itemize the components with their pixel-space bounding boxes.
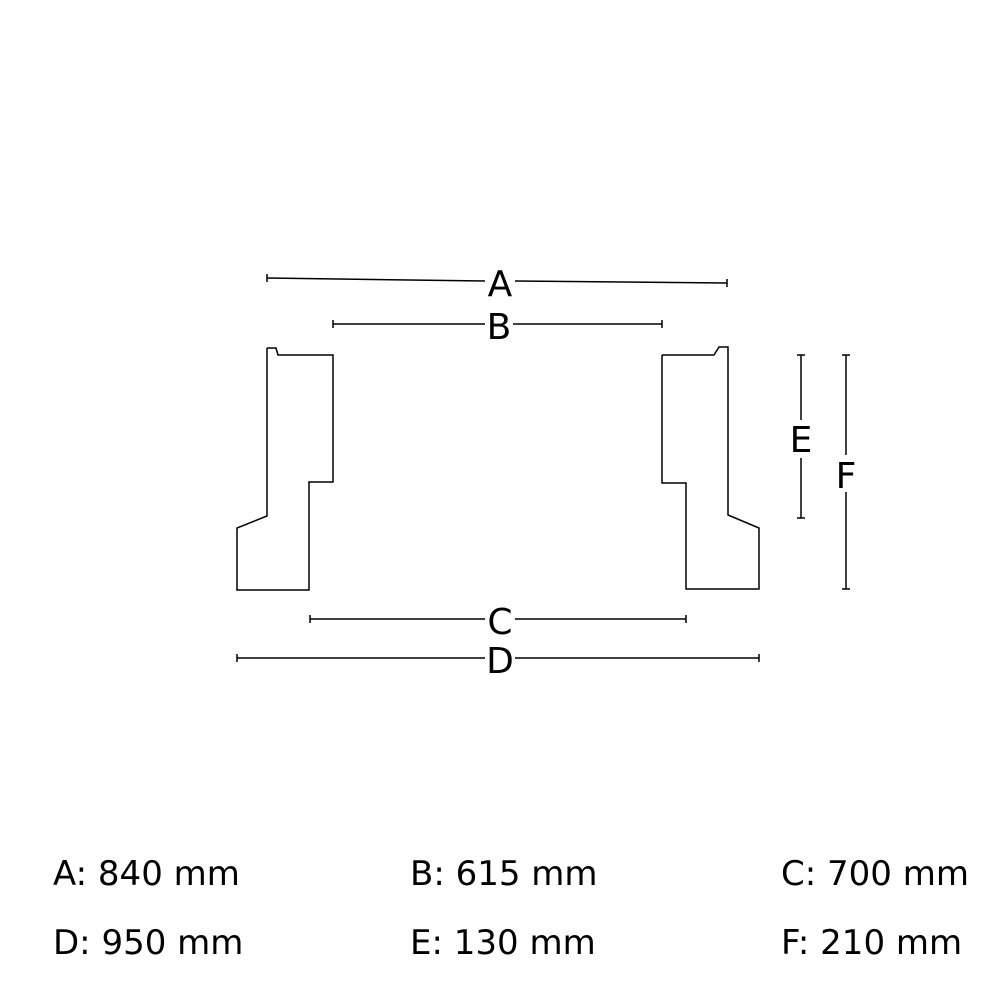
dimension-line-b bbox=[332, 320, 663, 328]
label-a: A bbox=[488, 264, 513, 305]
label-c: C bbox=[487, 602, 512, 643]
dimension-b-value: B: 615 mm bbox=[410, 854, 598, 894]
dimension-line-e bbox=[797, 354, 805, 519]
dimension-f-value: F: 210 mm bbox=[781, 923, 963, 963]
label-b: B bbox=[487, 307, 512, 348]
label-e: E bbox=[790, 420, 813, 461]
right-bracket-outline bbox=[661, 346, 760, 590]
dimension-line-f bbox=[842, 354, 850, 590]
dimension-d-value: D: 950 mm bbox=[53, 923, 244, 963]
left-bracket-outline bbox=[236, 347, 334, 591]
label-f: F bbox=[836, 456, 857, 497]
dimension-line-a bbox=[266, 274, 728, 287]
dimension-a-value: A: 840 mm bbox=[53, 854, 240, 894]
dimension-c-value: C: 700 mm bbox=[781, 854, 969, 894]
dimension-e-value: E: 130 mm bbox=[410, 923, 596, 963]
dimension-line-d bbox=[236, 654, 760, 662]
dimension-line-c bbox=[309, 615, 687, 623]
label-d: D bbox=[486, 641, 514, 682]
